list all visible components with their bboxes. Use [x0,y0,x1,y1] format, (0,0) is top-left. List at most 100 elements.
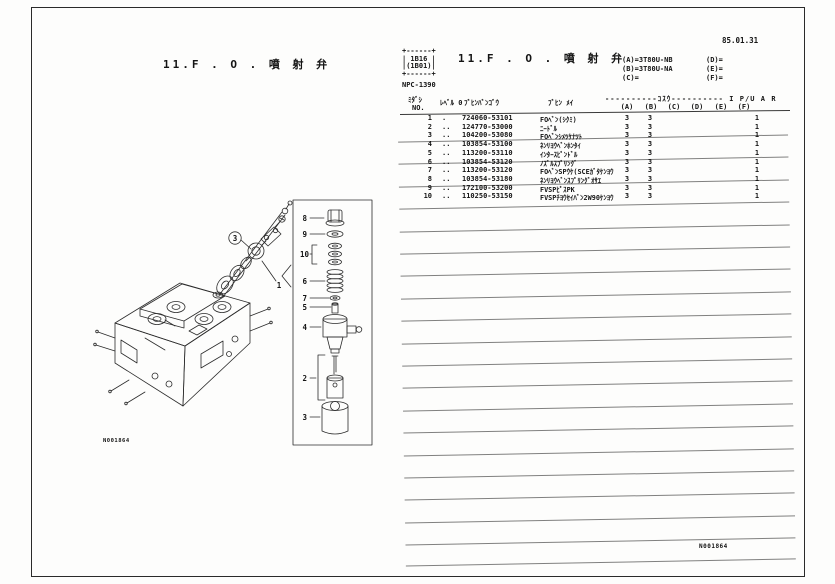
row-part-number: 724060-53101 [462,114,513,122]
applicability-e: (E)= [706,65,723,73]
row-part-name: ﾈﾝﾘﾖｳﾍﾞﾝｽﾌﾟﾘﾝｸﾞｵｻｴ [540,177,602,185]
row-ipuar: 1 [754,158,760,166]
header-col-e: (E) [714,103,728,111]
row-part-name: ﾆｰﾄﾞﾙ [540,125,557,133]
header-col-b: (B) [644,103,658,111]
head-front-face [114,322,186,407]
ruled-line [405,558,796,567]
row-ipuar: 1 [754,149,760,157]
applicability-d: (D)= [706,56,723,64]
row-part-number: 103854-53180 [462,175,513,183]
row-no: 1 [427,114,432,122]
row-level: . [442,114,447,122]
row-level: .. [442,184,451,192]
ruled-line [405,537,796,546]
row-part-number: 113200-53110 [462,149,513,157]
row-qty-a: 3 [624,149,630,157]
row-level: .. [442,158,451,166]
row-level: .. [442,149,451,157]
header-level: ﾚﾍﾞﾙ 0 [440,99,463,107]
page-border [31,7,805,577]
row-level: .. [442,175,451,183]
row-level: .. [442,166,451,174]
callout-1: 1 [277,281,282,290]
row-part-name: FOﾍﾞﾝSPｳｹ(SCEｶﾞﾀｹﾝﾖｳ [540,168,614,176]
ruled-line [399,224,790,233]
callout-3: 3 [302,413,307,422]
row-no: 3 [427,131,432,139]
row-level: .. [442,131,451,139]
row-no: 8 [427,175,432,183]
row-part-name: FOﾍﾞﾝｼﾒﾂｹﾅﾂﾄ [540,133,583,141]
row-part-name: ﾉｽﾞﾙｽﾌﾟﾘﾝｸﾞ [540,160,578,168]
row-qty-a: 3 [624,158,630,166]
callout-10: 10 [300,250,310,259]
row-ipuar: 1 [754,123,760,131]
row-qty-b: 3 [647,184,653,192]
row-qty-b: 3 [647,140,653,148]
row-part-name: FVSPﾋﾟｽPK [540,186,575,194]
callout-7: 7 [302,294,307,303]
row-no: 7 [427,166,432,174]
row-qty-b: 3 [647,123,653,131]
row-level: .. [442,192,451,200]
callout-4: 4 [302,323,307,332]
row-part-name: FOﾍﾞﾝ(ｼｸﾐ) [540,116,577,124]
ruled-line [403,403,793,412]
ruled-line [400,268,791,277]
header-part-name: ﾌﾞﾋﾝ ﾒｲ [548,99,574,107]
row-no: 10 [423,192,432,200]
row-ipuar: 1 [754,192,760,200]
row-part-number: 172100-53200 [462,184,513,192]
row-qty-a: 3 [624,123,630,131]
parts-list-page: +------+ | 1B16 | |(1B01)| +------+ NPC-… [400,0,800,584]
applicability-a: (A)=3T80U-NB [622,56,673,64]
drawing-ref-number: N001864 [103,438,130,444]
right-page-title: 11.F . O . 噴 射 弁 [458,52,626,65]
row-ipuar: 1 [754,175,760,183]
figure-code-box: +------+ | 1B16 | |(1B01)| +------+ [402,47,436,78]
ruled-line [404,470,795,479]
row-level: .. [442,123,451,131]
row-qty-a: 3 [624,114,630,122]
row-part-name: ﾈﾝﾘﾖｳﾍﾞﾝﾎﾝﾀｲ [540,142,581,150]
ruled-line [401,313,792,322]
applicability-c: (C)= [622,74,639,82]
row-qty-a: 3 [624,131,630,139]
head-top-face [114,282,251,347]
row-ipuar: 1 [754,140,760,148]
row-part-number: 110250-53150 [462,192,513,200]
ruled-line [403,448,794,457]
table-row: 8.. 103854-53180 ﾈﾝﾘﾖｳﾍﾞﾝｽﾌﾟﾘﾝｸﾞｵｻｴ 3 3 1 [400,175,792,185]
row-qty-b: 3 [647,175,653,183]
row-ipuar: 1 [754,184,760,192]
ruled-line [404,492,795,501]
applicability-f: (F)= [706,74,723,82]
row-part-name: FVSPﾁﾖｳｾｲﾊﾞﾝ2W90ｹﾝﾖｳ [540,194,614,202]
header-quantity-title: ----------ｺｽｳ---------- I P/U A R [605,95,777,103]
ruled-line [405,515,796,524]
header-midashi: ﾐﾀﾞｼ [408,96,422,104]
revision-date: 85.01.31 [722,36,759,45]
row-no: 5 [427,149,432,157]
row-ipuar: 1 [754,131,760,139]
row-qty-a: 3 [624,175,630,183]
ruled-line [400,291,791,300]
row-part-number: 103854-53120 [462,158,513,166]
row-part-name: ｲﾝﾀｰｽﾋﾟﾝﾄﾞﾙ [540,151,578,159]
header-col-f: (F) [737,103,751,111]
row-level: .. [442,140,451,148]
callout-9: 9 [302,230,307,239]
ruled-line [400,246,791,255]
row-part-number: 103854-53100 [462,140,513,148]
circled-callout [228,231,242,245]
row-ipuar: 1 [754,114,760,122]
header-col-a: (A) [620,103,634,111]
